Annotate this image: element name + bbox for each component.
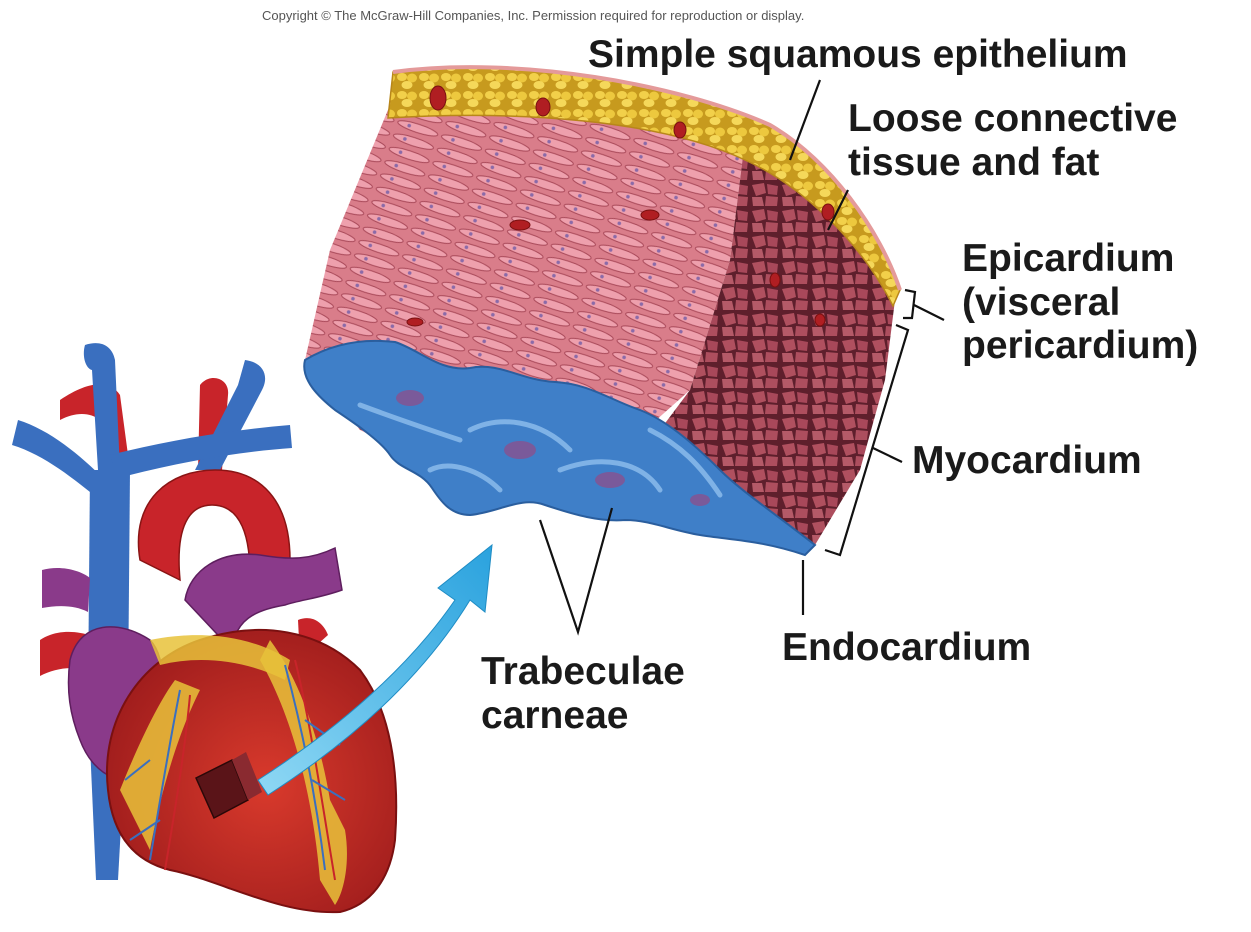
label-trabeculae-carneae: Trabeculae carneae (481, 650, 685, 737)
epicardium-leader-line (914, 305, 944, 320)
label-endocardium: Endocardium (782, 626, 1031, 670)
label-loose-connective-line-1: Loose connective (848, 97, 1177, 141)
label-epicardium-line-1: Epicardium (962, 237, 1198, 281)
trabeculae-leader-lines (540, 508, 612, 632)
label-epicardium-line-3: pericardium) (962, 324, 1198, 368)
label-simple-squamous-epithelium: Simple squamous epithelium (588, 33, 1128, 77)
myocardium-leader-line (873, 448, 902, 462)
label-trabeculae-line-2: carneae (481, 694, 685, 738)
label-epicardium: Epicardium (visceral pericardium) (962, 237, 1198, 368)
copyright-notice: Copyright © The McGraw-Hill Companies, I… (262, 8, 804, 23)
label-loose-connective-line-2: tissue and fat (848, 141, 1177, 185)
label-myocardium: Myocardium (912, 439, 1142, 483)
pulmonary-veins-left (42, 568, 90, 612)
label-trabeculae-line-1: Trabeculae (481, 650, 685, 694)
label-loose-connective-tissue: Loose connective tissue and fat (848, 97, 1177, 184)
tissue-block (304, 67, 900, 555)
label-epicardium-line-2: (visceral (962, 281, 1198, 325)
epicardium-bracket (903, 290, 915, 318)
heart-illustration (12, 343, 396, 912)
